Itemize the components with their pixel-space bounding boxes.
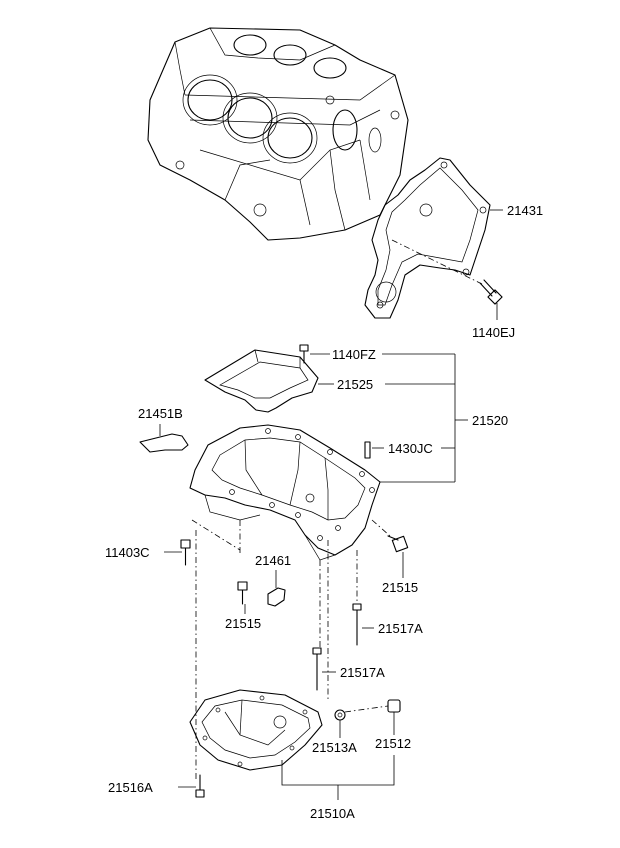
- bolt-21517A-upper[interactable]: [352, 550, 362, 646]
- bolt-21515-right[interactable]: [371, 519, 409, 553]
- label-21431[interactable]: 21431: [507, 203, 543, 218]
- label-11403C[interactable]: 11403C: [105, 545, 150, 560]
- baffle-21525[interactable]: [204, 349, 319, 413]
- label-1430JC[interactable]: 1430JC: [388, 441, 433, 456]
- label-21512[interactable]: 21512: [375, 736, 411, 751]
- part-21451B[interactable]: [139, 424, 189, 453]
- label-21510A[interactable]: 21510A: [310, 806, 355, 821]
- label-21451B[interactable]: 21451B: [138, 406, 183, 421]
- drain-plug-21512[interactable]: [344, 699, 401, 713]
- engine-block[interactable]: [147, 27, 409, 241]
- part-labels: 21431 1140EJ 1140FZ 21525 21520 21451B 1…: [105, 203, 543, 821]
- bolt-21517A-lower[interactable]: [312, 560, 322, 691]
- label-21461[interactable]: 21461: [255, 553, 291, 568]
- bolt-21516A[interactable]: [195, 774, 205, 798]
- bolt-11403C[interactable]: [180, 519, 241, 566]
- plate-21431[interactable]: [364, 157, 491, 319]
- upper-oil-pan-21520[interactable]: [189, 424, 381, 561]
- part-21461[interactable]: [267, 570, 286, 607]
- label-21515-right[interactable]: 21515: [382, 580, 418, 595]
- bolt-21515-left[interactable]: [237, 581, 248, 605]
- bolt-1140EJ[interactable]: [391, 239, 503, 305]
- label-21515-left[interactable]: 21515: [225, 616, 261, 631]
- label-21513A[interactable]: 21513A: [312, 740, 357, 755]
- lower-oil-pan-21510A[interactable]: [189, 689, 323, 771]
- pin-1430JC[interactable]: [364, 441, 371, 459]
- label-21517A-lower[interactable]: 21517A: [340, 665, 385, 680]
- label-21525[interactable]: 21525: [337, 377, 373, 392]
- label-21520[interactable]: 21520: [472, 413, 508, 428]
- label-1140FZ[interactable]: 1140FZ: [332, 347, 376, 362]
- label-21517A-upper[interactable]: 21517A: [378, 621, 423, 636]
- washer-21513A[interactable]: [334, 709, 346, 721]
- bolt-1140FZ[interactable]: [299, 344, 309, 364]
- label-1140EJ[interactable]: 1140EJ: [472, 325, 515, 340]
- leader-lines: [164, 209, 503, 800]
- label-21516A[interactable]: 21516A: [108, 780, 153, 795]
